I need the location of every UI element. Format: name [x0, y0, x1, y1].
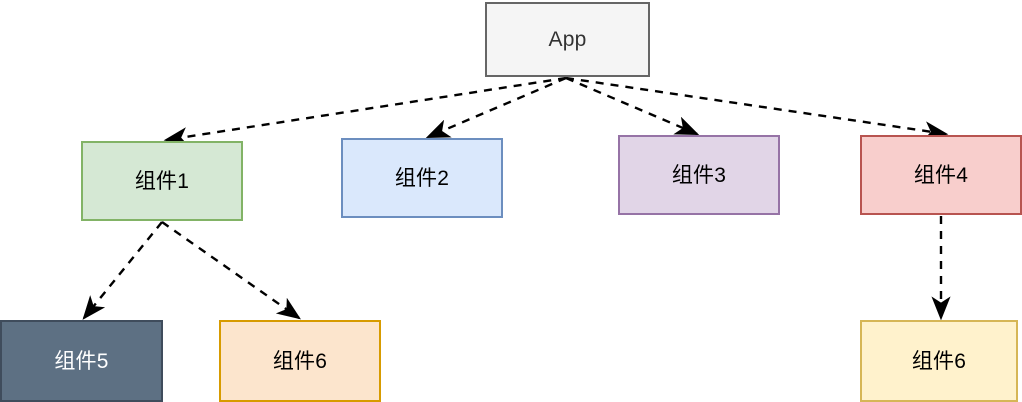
edge-app-comp2: [425, 76, 567, 139]
edge-app-comp4: [565, 76, 949, 141]
node-component-2[interactable]: 组件2: [341, 138, 503, 218]
node-component-4[interactable]: 组件4: [860, 135, 1022, 215]
edge-comp1-comp6a: [161, 221, 301, 320]
node-component-6-right-label: 组件6: [911, 349, 967, 373]
node-component-6-right[interactable]: 组件6: [860, 320, 1018, 402]
node-component-5-label: 组件5: [54, 349, 109, 373]
node-app-label: App: [548, 28, 587, 51]
node-component-4-label: 组件4: [913, 163, 969, 187]
node-component-2-label: 组件2: [394, 166, 450, 190]
node-component-1-label: 组件1: [134, 169, 190, 193]
node-app[interactable]: App: [485, 2, 650, 77]
node-component-3[interactable]: 组件3: [618, 135, 780, 215]
edge-app-comp3: [565, 76, 700, 136]
node-component-1[interactable]: 组件1: [81, 141, 243, 221]
node-component-6-left[interactable]: 组件6: [219, 320, 381, 402]
node-component-6-left-label: 组件6: [272, 349, 328, 373]
edge-app-comp1: [163, 76, 567, 147]
node-component-5[interactable]: 组件5: [0, 320, 163, 402]
edge-comp1-comp5: [82, 221, 163, 320]
node-component-3-label: 组件3: [671, 163, 727, 187]
